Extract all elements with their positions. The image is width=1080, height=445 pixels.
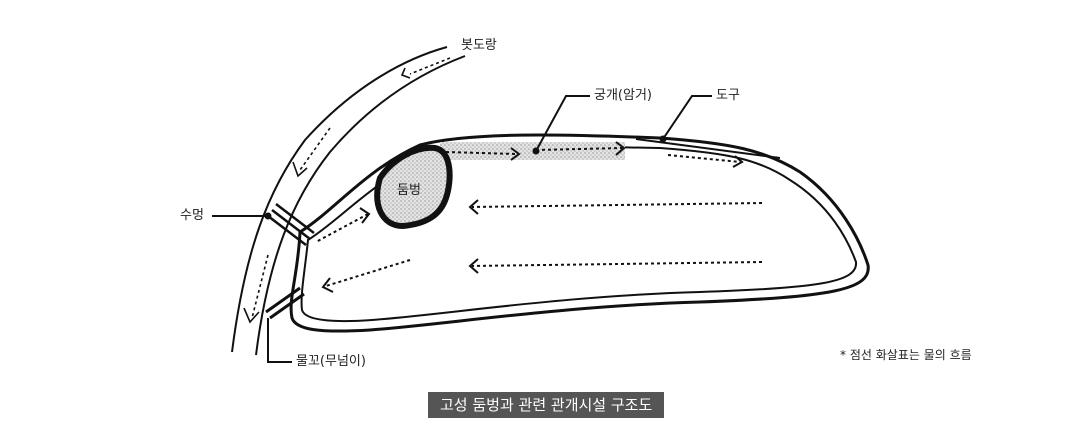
label-outlet: 수멍 [180,208,204,223]
label-culvert: 궁개(암거) [594,88,652,103]
field-flow-arrowheads [321,141,744,293]
figure-caption: 고성 둠벙과 관련 관개시설 구조도 [428,392,665,418]
paddy-field-boundary [289,133,870,333]
label-drain: 도구 [716,88,740,103]
drain-line [635,138,781,159]
flow-legend-note: * 점선 화살표는 물의 흐름 [840,348,972,362]
field-flow-arrows [315,147,763,287]
label-pond: 둠벙 [397,183,421,198]
outlet-pipe [267,203,315,246]
label-leaders [212,95,712,363]
upper-channel [231,46,466,356]
pond-shape [374,144,453,230]
label-dots [264,135,667,220]
label-water-gate: 물꼬(무넘이) [296,354,366,369]
upper-channel-flow-arrows [243,57,451,324]
water-gate [265,286,305,320]
label-upper-channel: 봇도랑 [461,38,497,53]
